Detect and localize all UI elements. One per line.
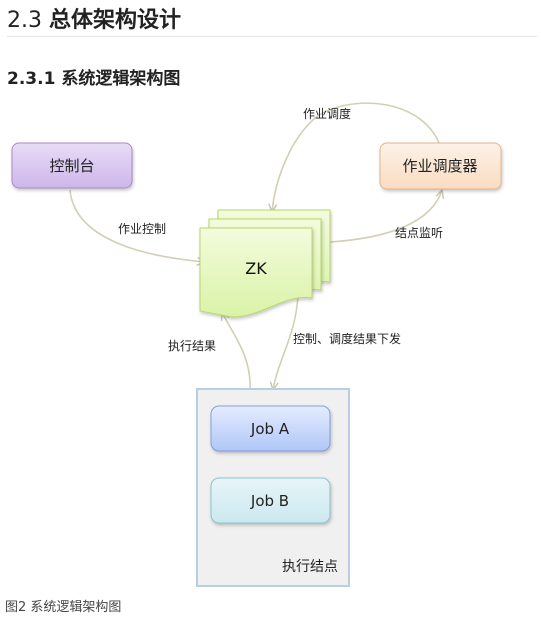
job-b-label: Job B [250,492,289,510]
zk-label: ZK [245,259,267,278]
section-number: 2.3 [7,8,42,33]
section-heading: 2.3 总体架构设计 [7,2,181,34]
edge-node-monitor-path [329,190,442,243]
edge-job-control-label: 作业控制 [118,222,166,236]
edge-control-dispatch-path [273,294,299,390]
edge-exec-result-path [222,312,251,391]
section-title: 总体架构设计 [49,8,182,33]
subsection-title: 系统逻辑架构图 [61,69,181,89]
job-a-label: Job A [250,420,290,438]
console-node [11,142,133,189]
edge-job-control-path [69,189,205,262]
scheduler-node [379,142,502,190]
job-b-node [210,477,331,524]
edge-node-monitor-label: 结点监听 [395,226,443,240]
edge-exec-result-label: 执行结果 [168,339,216,353]
edge-schedule-path [272,102,441,212]
console-label: 控制台 [49,157,94,175]
edge-schedule-label: 作业调度 [303,106,351,121]
figure-caption: 图2 系统逻辑架构图 [5,600,122,615]
edge-control-dispatch-label: 控制、调度结果下发 [293,331,401,346]
zk-node [199,209,331,318]
job-a-node [210,405,331,452]
scheduler-label: 作业调度器 [402,157,477,175]
heading-divider [7,36,537,37]
subsection-heading: 2.3.1 系统逻辑架构图 [7,64,180,89]
executor-label: 执行结点 [282,559,338,575]
subsection-number: 2.3.1 [7,69,56,89]
